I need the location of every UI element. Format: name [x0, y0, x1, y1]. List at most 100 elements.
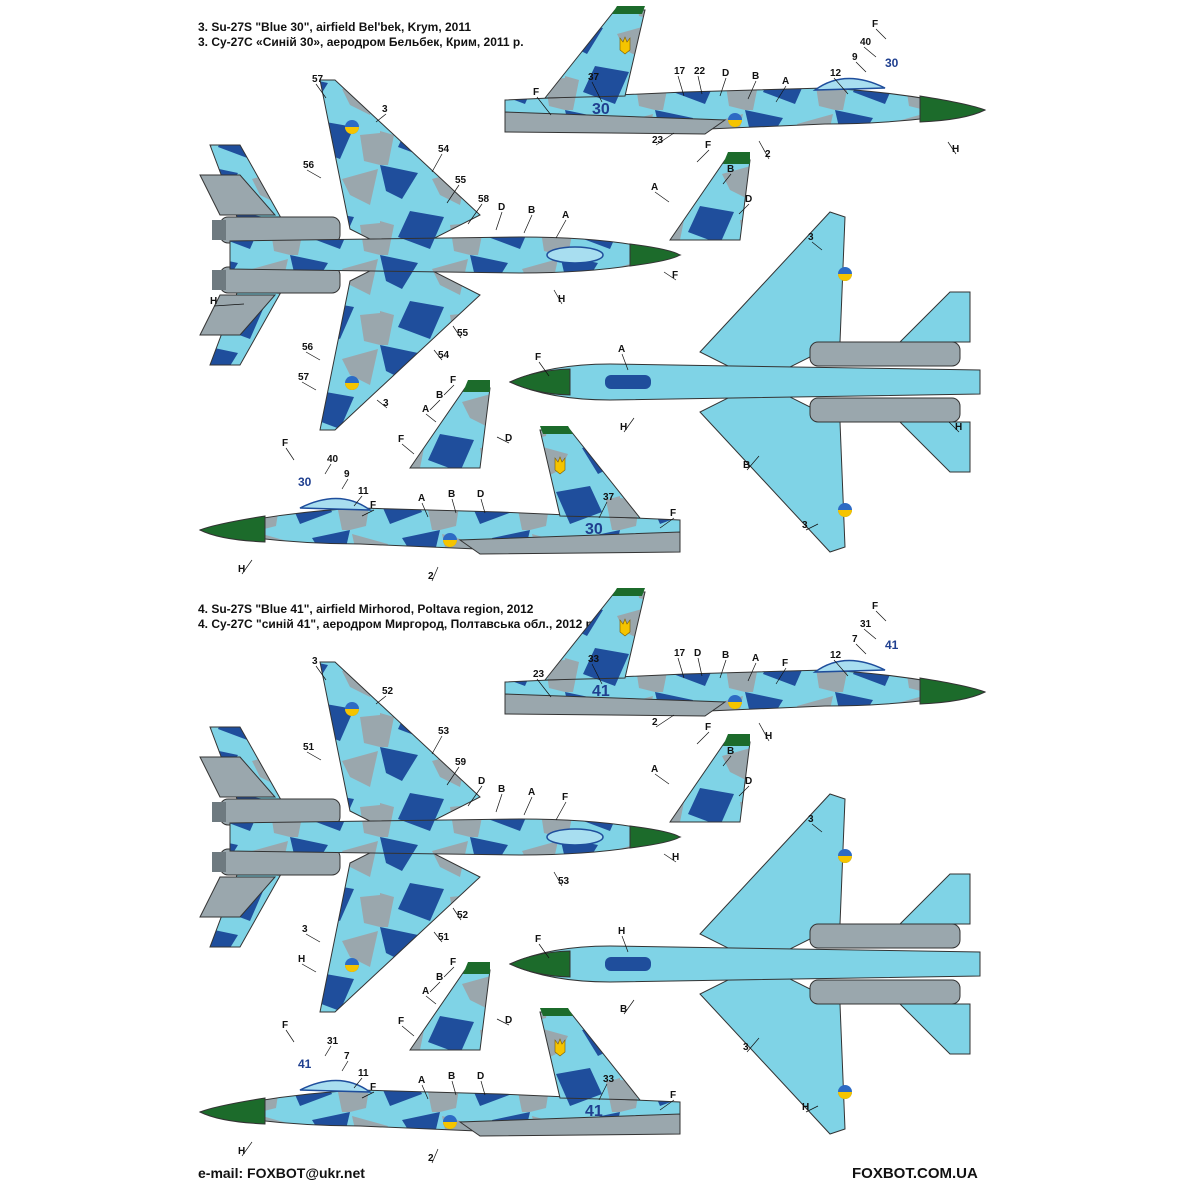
leader-line — [591, 663, 603, 685]
callout-label: D — [505, 433, 512, 444]
canopy — [299, 1079, 373, 1093]
scheme-4-aircraft-code: 41 — [298, 1057, 312, 1071]
leader-line — [241, 1141, 253, 1157]
callout-label: 17 — [674, 66, 686, 77]
fin — [409, 969, 491, 1051]
fin-tip — [612, 6, 645, 14]
leader-line — [553, 289, 563, 305]
leader-line — [833, 659, 849, 677]
leader-line — [421, 1084, 429, 1100]
fuselage — [229, 236, 682, 274]
engine-nacelle — [219, 266, 341, 294]
trident-emblem — [619, 36, 631, 55]
canopy — [299, 497, 373, 511]
leader-line — [746, 1037, 760, 1053]
callout-label: F — [672, 270, 678, 281]
leader-line — [241, 559, 253, 575]
scheme-4-profile-right — [504, 588, 987, 717]
leader-line — [353, 495, 363, 507]
leader-line — [855, 61, 867, 73]
nose-cone — [629, 825, 681, 849]
leader-line — [285, 447, 295, 461]
callout-label: 56 — [302, 342, 314, 353]
footer-email: e-mail: FOXBOT@ukr.net — [198, 1165, 365, 1181]
leader-line — [443, 384, 455, 396]
leader-line — [306, 751, 322, 761]
leader-line — [659, 517, 675, 529]
callout-label: 52 — [382, 686, 394, 697]
callout-label: A — [422, 404, 429, 415]
canopy — [546, 246, 604, 264]
callout-label: 31 — [327, 1036, 339, 1047]
nose-cone — [508, 368, 571, 396]
callout-label: 31 — [860, 619, 872, 630]
leader-line — [425, 413, 437, 423]
callout-label: H — [955, 422, 962, 433]
callout-label: F — [450, 957, 456, 968]
scheme-3-aircraft-code: 30 — [885, 56, 899, 70]
leader-line — [855, 643, 867, 655]
callout-label: B — [436, 972, 443, 983]
fuselage — [229, 818, 682, 856]
leader-line — [621, 353, 629, 371]
callout-label: A — [562, 210, 569, 221]
scheme-4-fin-detail-left — [409, 962, 491, 1051]
callout-label: B — [448, 489, 455, 500]
callout-label: 9 — [344, 469, 350, 480]
leader-line — [863, 46, 877, 58]
fin-tip — [540, 1008, 573, 1016]
callout-label: 2 — [652, 717, 658, 728]
callout-label: A — [782, 76, 789, 87]
leader-line — [315, 83, 327, 99]
callout-label: H — [765, 731, 772, 742]
callout-label: 2 — [765, 149, 771, 160]
callout-label: D — [722, 68, 729, 79]
leader-line — [305, 933, 321, 943]
scheme-4-aircraft-code: 41 — [592, 683, 610, 700]
scheme-4-aircraft-code: 41 — [585, 1103, 603, 1120]
wing — [699, 211, 846, 553]
fin-tip — [463, 962, 490, 974]
leader-line — [697, 657, 703, 677]
callout-label: 53 — [438, 726, 450, 737]
leader-line — [947, 141, 957, 155]
nose-cone — [629, 243, 681, 267]
fin-tip — [540, 426, 573, 434]
leader-line — [659, 1099, 675, 1111]
engine-nacelle — [458, 1113, 681, 1137]
leader-line — [285, 1029, 295, 1043]
callout-label: 40 — [860, 37, 872, 48]
callout-label: A — [418, 493, 425, 504]
leader-line — [452, 325, 462, 339]
leader-line — [623, 999, 635, 1015]
leader-line — [598, 501, 608, 519]
leader-line — [538, 361, 550, 377]
callout-label: 59 — [455, 757, 467, 768]
stabilizer-right — [898, 1003, 971, 1055]
callout-label: F — [535, 934, 541, 945]
engine-nacelle — [504, 693, 727, 717]
leader-line — [598, 1083, 608, 1101]
leader-line — [496, 436, 510, 444]
scheme-3-profile-left — [198, 426, 681, 555]
callout-label: D — [694, 648, 701, 659]
callout-label: D — [477, 489, 484, 500]
leader-line — [431, 566, 439, 582]
leader-line — [719, 77, 727, 97]
callout-label: 3 — [802, 520, 808, 531]
fin-tip — [463, 380, 490, 392]
callout-label: D — [477, 1071, 484, 1082]
callout-label: H — [210, 296, 217, 307]
callout-label: F — [872, 601, 878, 612]
callout-label: B — [436, 390, 443, 401]
engine-nacelle — [219, 798, 341, 826]
engine-nacelle — [458, 531, 681, 555]
leader-line — [553, 871, 563, 887]
leader-line — [948, 421, 960, 433]
fin-tip — [612, 588, 645, 596]
callout-label: B — [620, 1004, 627, 1015]
